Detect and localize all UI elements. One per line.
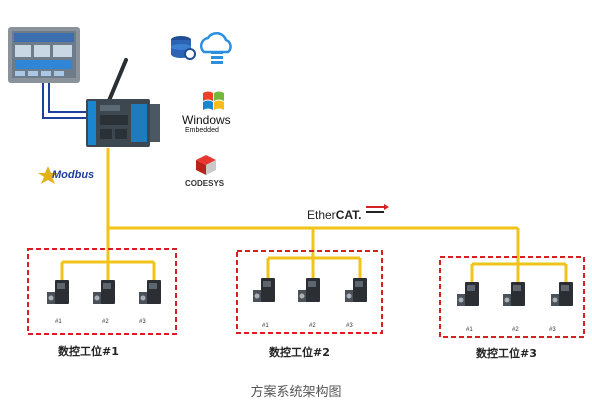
station2-axis2-label: #2 [309,323,316,329]
station1-axis2-label: #2 [102,319,109,325]
hmi-panel [8,27,80,83]
servo-motor-icon [298,278,320,302]
modbus-label: Modbus [52,169,94,181]
station2-axis1-label: #1 [262,323,269,329]
station2-axis3-label: #3 [346,323,353,329]
figure-caption: 方案系统架构图 [250,385,342,400]
industrial-controller [86,99,160,147]
servo-motor-icon [457,282,479,306]
station3-axis2-label: #2 [512,327,519,333]
windows-logo-line2: Embedded [185,127,219,134]
servo-motor-icon [503,282,525,306]
ethercat-prefix: Ether [307,208,336,222]
codesys-logo-text: CODESYS [185,179,225,188]
servo-motors [47,278,573,306]
database-icon [171,36,196,60]
station-2-label: 数控工位#2 [269,345,330,359]
station-box-2 [236,250,383,334]
servo-motor-icon [93,280,115,304]
servo-motor-icon [47,280,69,304]
modbus-star-icon [38,166,58,184]
station3-axis1-label: #1 [466,327,473,333]
station-1-label: 数控工位#1 [58,344,119,358]
servo-motor-icon [345,278,367,302]
antenna [106,58,128,105]
station-box-1 [27,248,177,335]
ethercat-suffix: CAT. [336,208,362,222]
station1-axis1-label: #1 [55,319,62,325]
servo-motor-icon [551,282,573,306]
codesys-cube-icon [196,155,216,175]
station3-axis3-label: #3 [549,327,556,333]
servo-motor-icon [253,278,275,302]
ethercat-bus [60,148,568,282]
servo-motor-icon [139,280,161,304]
ethercat-arrows-icon [366,204,389,213]
station-box-3 [439,256,585,338]
cloud-icon [199,31,232,64]
station-3-label: 数控工位#3 [476,346,537,360]
station1-axis3-label: #3 [139,319,146,325]
hmi-link [42,82,86,119]
axis-labels: #1 #2 #3 #1 #2 #3 #1 #2 #3 [55,319,556,333]
hmi-link-2 [48,82,86,113]
windows-logo-line1: Windows [182,113,231,127]
windows-flag-icon [203,91,224,110]
ethercat-label: EtherCAT. [307,208,361,222]
